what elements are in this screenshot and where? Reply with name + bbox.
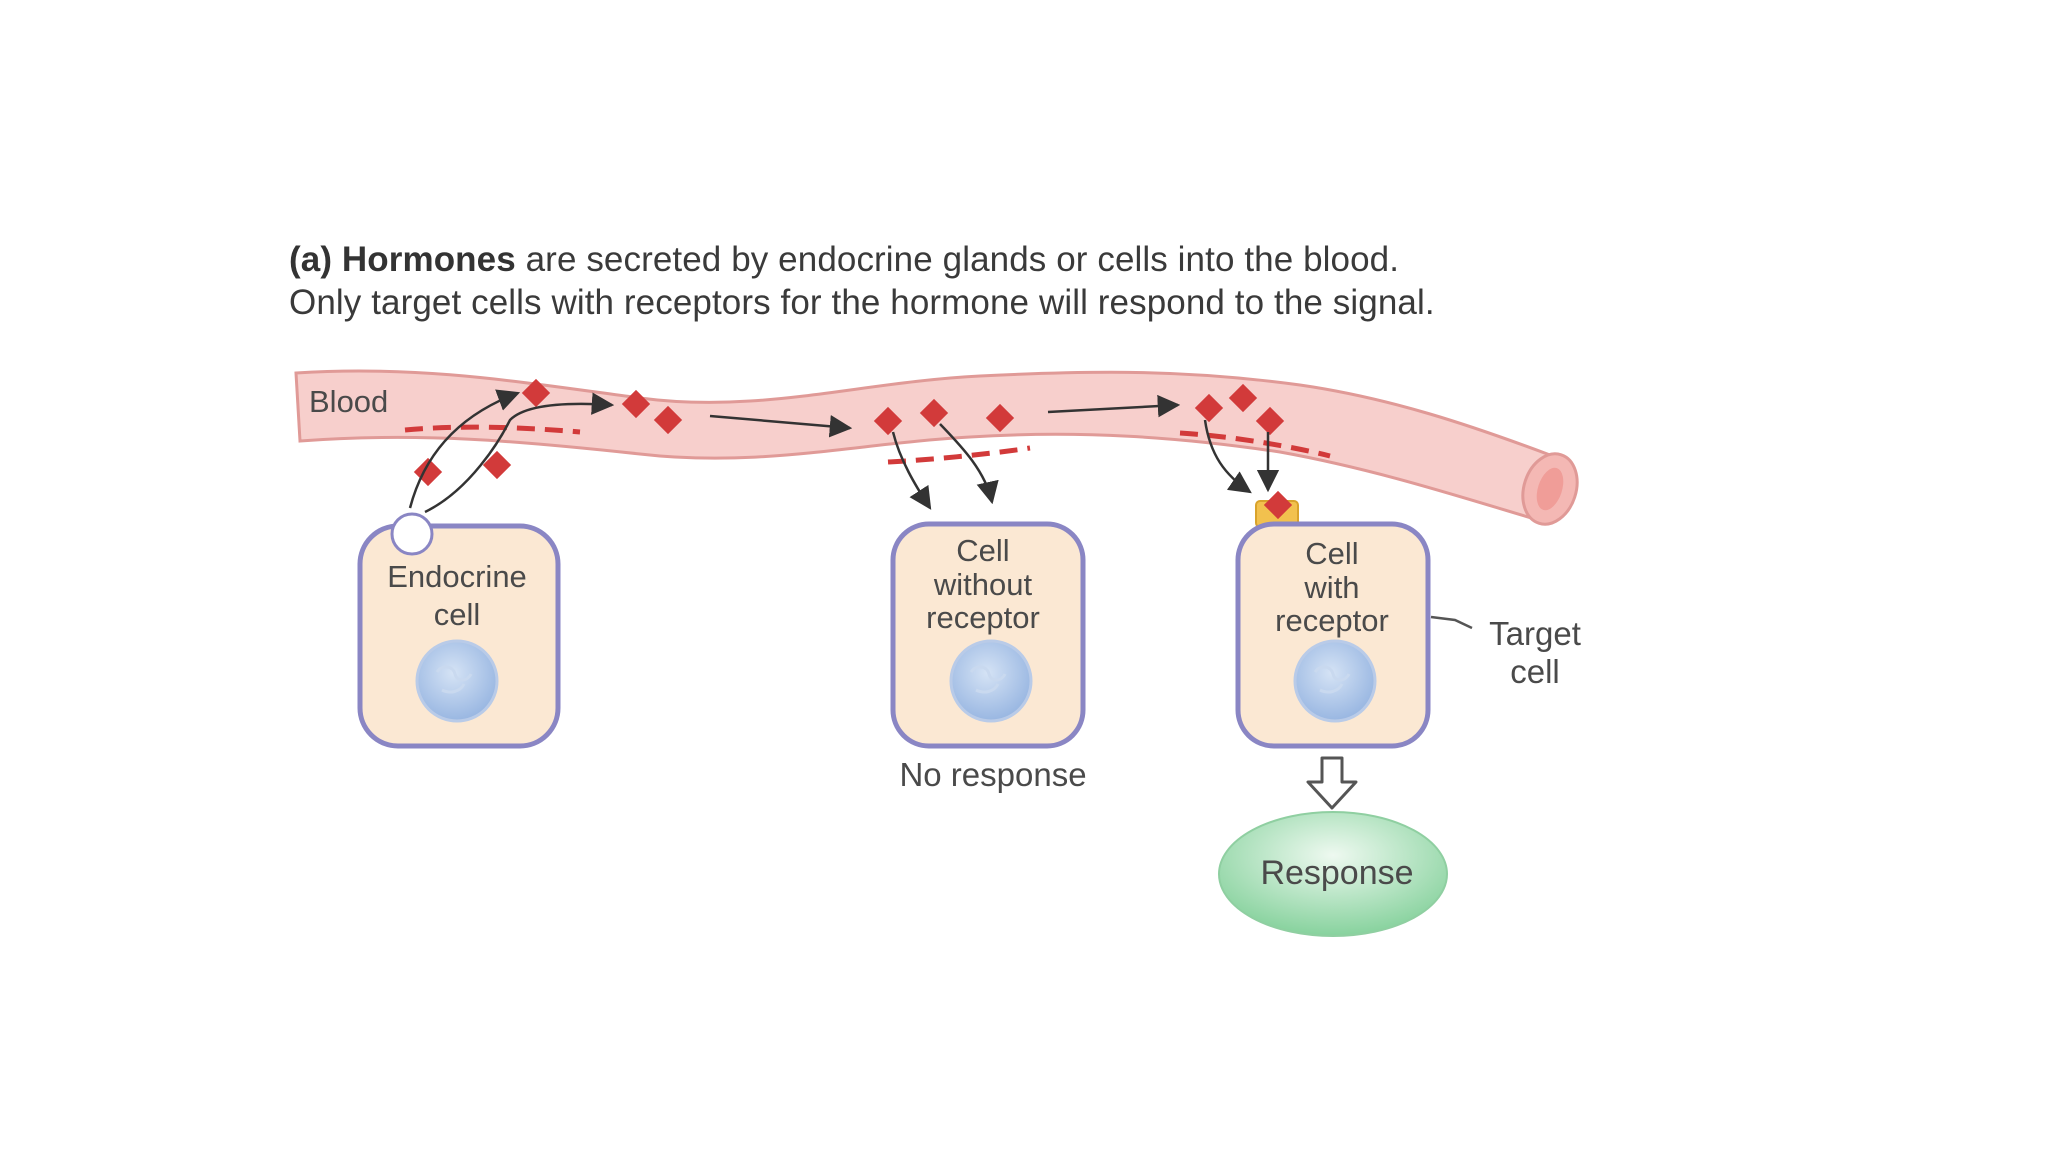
hormone-molecule [1194, 393, 1224, 423]
target-cell-leader-line [1430, 615, 1473, 630]
diffusion-arrow [891, 431, 932, 510]
hormone-molecule [985, 403, 1015, 433]
endocrine-cell: Endocrine cell [357, 512, 561, 749]
endocrine-cell-label-1: Endocrine [387, 559, 527, 594]
hormone-molecule [919, 398, 949, 428]
diffusion-arrow [939, 423, 999, 505]
response-arrow-icon [1306, 756, 1358, 810]
cell-without-receptor-label-3: receptor [926, 600, 1040, 635]
hormone-molecule [1228, 383, 1258, 413]
hormone-molecules [413, 378, 1285, 487]
nucleus-icon [1293, 639, 1377, 723]
bound-hormone [1263, 490, 1293, 520]
endocrine-cell-label-2: cell [434, 597, 481, 632]
caption-line-2: Only target cells with receptors for the… [289, 283, 1435, 322]
secretory-vesicle [390, 512, 434, 556]
caption-line1-rest: are secreted by endocrine glands or cell… [515, 240, 1400, 279]
figure-caption: (a) Hormones are secreted by endocrine g… [289, 238, 1435, 324]
caption-line-1: (a) Hormones are secreted by endocrine g… [289, 238, 1435, 281]
caption-prefix: (a) [289, 240, 342, 279]
hormone-molecule [521, 378, 551, 408]
nucleus-icon [949, 639, 1033, 723]
hormone-molecule [621, 389, 651, 419]
hormone-molecule [873, 406, 903, 436]
diffusion-arrow [1203, 419, 1252, 494]
nucleus-icon [415, 639, 499, 723]
hormone-molecule [1255, 406, 1285, 436]
cell-without-receptor-label-2: without [933, 567, 1033, 602]
cell-with-receptor-label-3: receptor [1275, 603, 1389, 638]
cell-without-receptor-label-1: Cell [956, 533, 1009, 568]
blood-vessel [294, 369, 1579, 526]
blood-flow-arrow [709, 414, 853, 438]
response-label: Response [1260, 854, 1413, 892]
no-response-label: No response [899, 756, 1086, 793]
secretion-arrow [408, 389, 521, 509]
hormone-molecule [653, 405, 683, 435]
cell-with-receptor-label-2: with [1303, 570, 1359, 605]
target-cell-label-2: cell [1510, 653, 1560, 690]
cell-with-receptor: Cell with receptor [1235, 490, 1431, 749]
cell-with-receptor-label-1: Cell [1305, 536, 1358, 571]
flow-arrows [408, 389, 1280, 514]
blood-label: Blood [309, 384, 388, 419]
blood-flow-arrow [1047, 394, 1181, 418]
target-cell-label-1: Target [1489, 615, 1581, 652]
cell-without-receptor: Cell without receptor [890, 521, 1086, 749]
response-bubble: Response [1218, 811, 1448, 937]
caption-bold-term: Hormones [341, 240, 516, 279]
secretion-arrow [424, 392, 615, 514]
